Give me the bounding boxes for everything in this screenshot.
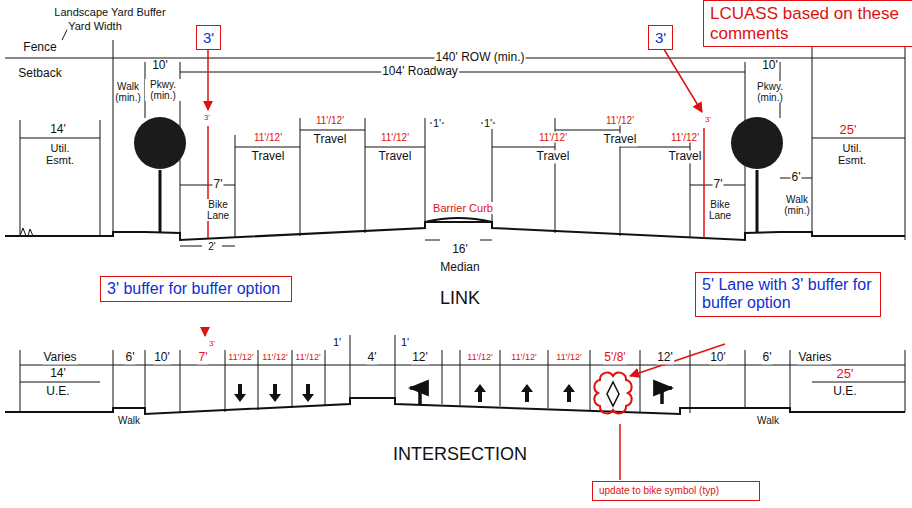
dimension-label: 140' ROW (min.) [435,51,526,64]
dimension-label: Travel [536,150,571,163]
dimension-label: Yard Width [67,20,123,32]
dimension-label: 11'/12' [294,353,321,363]
revision-cloud [594,373,631,414]
dimension-label: Varies [42,351,77,364]
dimension-label: 1' [332,336,342,348]
dimension-label: 14' [49,367,67,380]
comment-text: 3' buffer for buffer option [107,280,285,298]
dimension-label: 11'/12' [538,132,568,143]
dimension-label: Travel [668,150,703,163]
dimension-label: 3' [203,114,211,123]
dimension-label: 7' [213,178,224,191]
comment-text: 5' Lane with 3' buffer for buffer option [702,276,874,313]
dimension-label: 3' [208,340,216,349]
dimension-label: 25' [839,123,858,137]
dimension-label: 4' [367,351,378,364]
dimension-label: 7' [713,178,724,191]
dimension-label: 14' [49,123,67,136]
dimension-label: Bike Lane [707,199,733,221]
dimension-label: 3' [704,116,712,125]
intersection-section [5,335,905,414]
dimension-label: 16' [451,243,469,256]
buffer-markup [208,126,704,238]
dimension-label: Bike Lane [205,199,231,221]
dimension-label: Util. Esmt. [836,142,868,166]
dimension-label: Travel [603,133,638,146]
dimension-label: U.E. [45,385,70,398]
dimension-label: Pkwy. (min.) [145,79,181,101]
dimension-label: 11'/12' [253,132,283,143]
tree [134,117,186,169]
dimension-label: 5'/8' [603,351,626,364]
dimension-label: 10' [709,351,727,364]
comment-text: 3' [203,29,214,46]
dimension-label: 7' [198,351,209,364]
comment-box: 3' buffer for buffer option [100,276,292,302]
dimension-label: Barrier Curb [432,202,494,214]
dimension-label: 2' [207,241,216,252]
dimension-label: 12' [656,351,674,364]
dimension-label: Varies [797,351,832,364]
dimension-label: 11'/12' [380,132,410,143]
dimension-label: Walk (min.) [783,194,811,216]
dimension-label: 1' [400,336,410,348]
dimension-label: 11'/12' [466,353,493,363]
link-section [5,24,905,246]
comment-text: 3' [655,29,666,46]
diamond-symbol [607,382,619,406]
dimension-label: Travel [313,133,348,146]
dimension-label: Walk [756,415,780,426]
dimension-label: 6' [762,351,773,364]
comment-box: 5' Lane with 3' buffer for buffer option [695,272,881,317]
dimension-label: Fence [22,41,57,54]
dimension-label: 11'/12' [670,132,700,143]
dimension-label: 12' [411,351,429,364]
comment-box: 3' [196,25,221,50]
leader-arrows [205,46,725,480]
dimension-label: Landscape Yard Buffer [53,6,166,18]
dimension-label: 10' [151,59,169,72]
dimension-label: 11'/12' [510,353,537,363]
dimension-label: 10' [153,351,171,364]
comment-box: update to bike symbol (typ) [592,481,760,501]
dimension-label: Travel [378,150,413,163]
dimension-label: 11'/12' [555,353,582,363]
comment-box: LCUASS based on these comments [703,0,912,47]
dimension-label: U.E. [832,385,857,398]
lane-arrows [234,384,575,402]
dimension-label: Util. Esmt. [44,142,76,166]
dimension-label: Walk [117,415,141,426]
dimension-label: 1' [432,117,442,129]
dimension-label: 25' [836,367,855,381]
dimension-label: Pkwy. (min.) [752,81,788,103]
comment-text: update to bike symbol (typ) [599,485,753,497]
dimension-label: 104' Roadway [381,65,459,78]
dimension-label: Travel [251,150,286,163]
dimension-label: 10' [761,59,779,72]
comment-text: LCUASS based on these comments [710,4,908,43]
turn-arrows [410,388,672,404]
comment-box: 3' [648,25,673,50]
dimension-label: 11'/12' [315,115,345,126]
dimension-label: Setback [17,67,62,80]
dimension-label: Median [439,261,480,274]
dimension-label: 6' [125,351,136,364]
tree [731,117,783,169]
dimension-label: INTERSECTION [392,445,528,465]
dimension-label: 6' [791,171,802,184]
dimension-label: LINK [439,289,481,309]
dimension-label: 11'/12' [261,353,288,363]
dimension-label: 11'/12' [605,115,635,126]
dimension-label: Walk (min.) [114,81,142,103]
dimension-label: 11'/12' [227,353,254,363]
dimension-label: 1' [483,117,493,129]
